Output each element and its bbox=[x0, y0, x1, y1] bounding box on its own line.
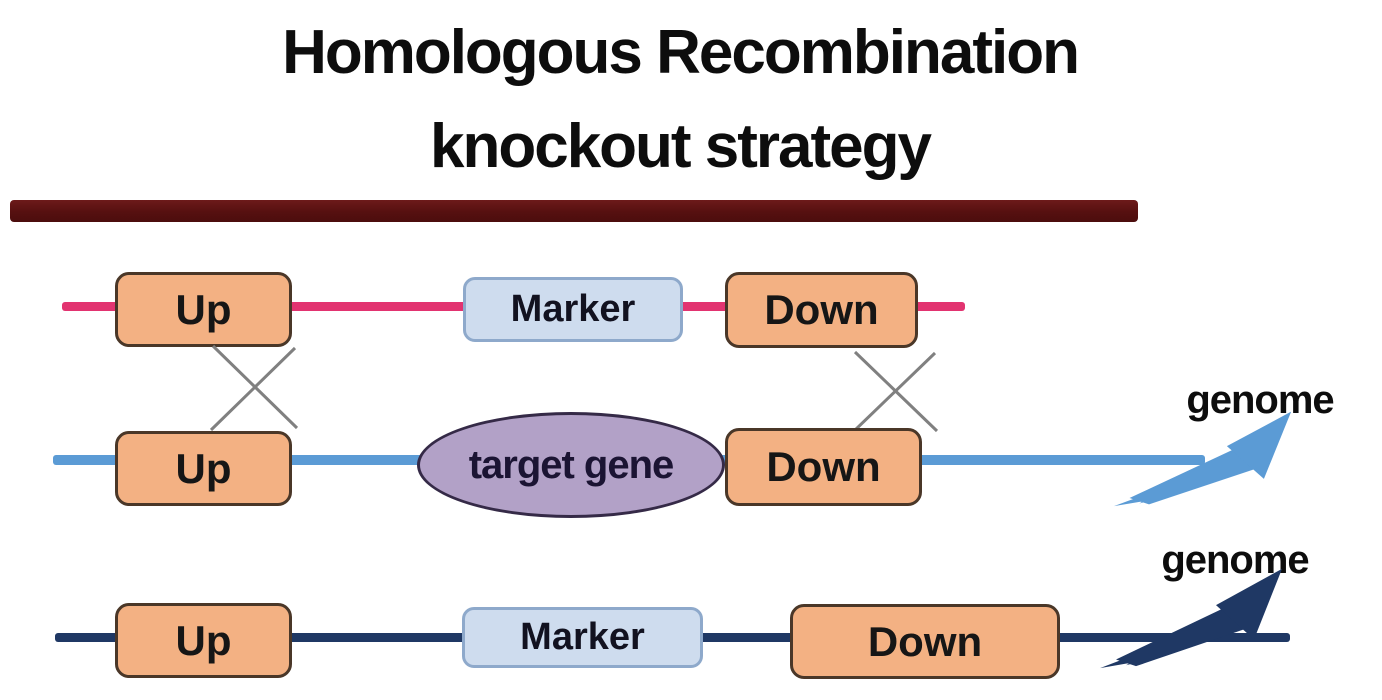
result-down-box: Down bbox=[790, 604, 1060, 679]
title-divider-bar bbox=[10, 200, 1138, 222]
target-gene-ellipse: target gene bbox=[417, 412, 725, 518]
genome-label-result: genome bbox=[1161, 538, 1309, 582]
genome-arrow-icon-blue bbox=[1112, 408, 1297, 508]
crossover-x-left-icon bbox=[205, 342, 303, 434]
genome-down-box: Down bbox=[725, 428, 922, 506]
genome-label-wildtype: genome bbox=[1186, 378, 1334, 422]
page-title-line1: Homologous Recombination bbox=[282, 18, 1080, 87]
result-up-box: Up bbox=[115, 603, 292, 678]
result-marker-box: Marker bbox=[462, 607, 703, 668]
genome-arrow-icon-navy bbox=[1098, 565, 1288, 670]
page-title-line2: knockout strategy bbox=[429, 112, 932, 181]
construct-down-box: Down bbox=[725, 272, 918, 348]
genome-up-box: Up bbox=[115, 431, 292, 506]
crossover-x-right-icon bbox=[847, 348, 943, 435]
construct-marker-box: Marker bbox=[463, 277, 683, 342]
construct-up-box: Up bbox=[115, 272, 292, 347]
